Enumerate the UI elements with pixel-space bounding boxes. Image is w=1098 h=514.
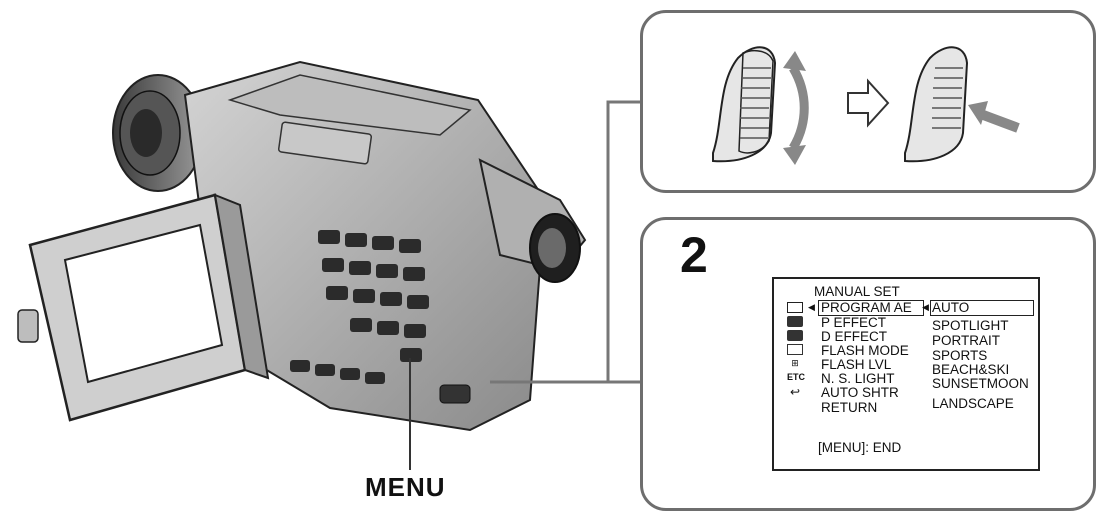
option-sports[interactable]: SPORTS	[932, 349, 987, 363]
return-icon: ↩	[787, 387, 803, 398]
menu-screen: MANUAL SET ◀ ◀ ⊞ ETC ↩ PROGRAM AE P EFFE…	[772, 277, 1040, 471]
dial-operation-panel	[640, 10, 1096, 193]
tape-set-icon	[787, 344, 803, 355]
option-spotlight[interactable]: SPOTLIGHT	[932, 319, 1009, 333]
step-number: 2	[680, 230, 708, 280]
menu-item-p-effect[interactable]: P EFFECT	[821, 316, 886, 330]
camera-set-icon	[787, 302, 803, 313]
dial-operation-drawing	[643, 13, 1093, 190]
item-pointer-icon: ◀	[808, 303, 815, 312]
option-landscape[interactable]: LANDSCAPE	[932, 397, 1014, 411]
option-auto[interactable]: AUTO	[932, 301, 969, 315]
memory-set-icon	[787, 316, 803, 327]
menu-title: MANUAL SET	[814, 285, 900, 299]
menu-button-label: MENU	[365, 472, 446, 503]
option-portrait[interactable]: PORTRAIT	[932, 334, 1000, 348]
menu-item-return[interactable]: RETURN	[821, 401, 877, 415]
menu-footer: [MENU]: END	[818, 441, 901, 455]
menu-item-flash-lvl[interactable]: FLASH LVL	[821, 358, 891, 372]
menu-item-program-ae[interactable]: PROGRAM AE	[821, 301, 912, 315]
menu-item-flash-mode[interactable]: FLASH MODE	[821, 344, 909, 358]
camera-lcd-panel	[18, 195, 268, 420]
etc-icon: ETC	[787, 372, 803, 383]
option-sunsetmoon[interactable]: SUNSETMOON	[932, 377, 1029, 391]
right-arrow-icon	[848, 81, 888, 125]
camcorder-illustration	[0, 0, 640, 514]
option-beach-ski[interactable]: BEACH&SKI	[932, 363, 1009, 377]
lcd-set-icon	[787, 330, 803, 341]
option-pointer-icon: ◀	[922, 303, 929, 312]
turn-dial-icon	[713, 47, 806, 165]
menu-item-auto-shtr[interactable]: AUTO SHTR	[821, 386, 899, 400]
menu-item-d-effect[interactable]: D EFFECT	[821, 330, 887, 344]
menu-item-ns-light[interactable]: N. S. LIGHT	[821, 372, 895, 386]
press-dial-icon	[905, 47, 1018, 161]
setup-icon: ⊞	[787, 358, 803, 369]
